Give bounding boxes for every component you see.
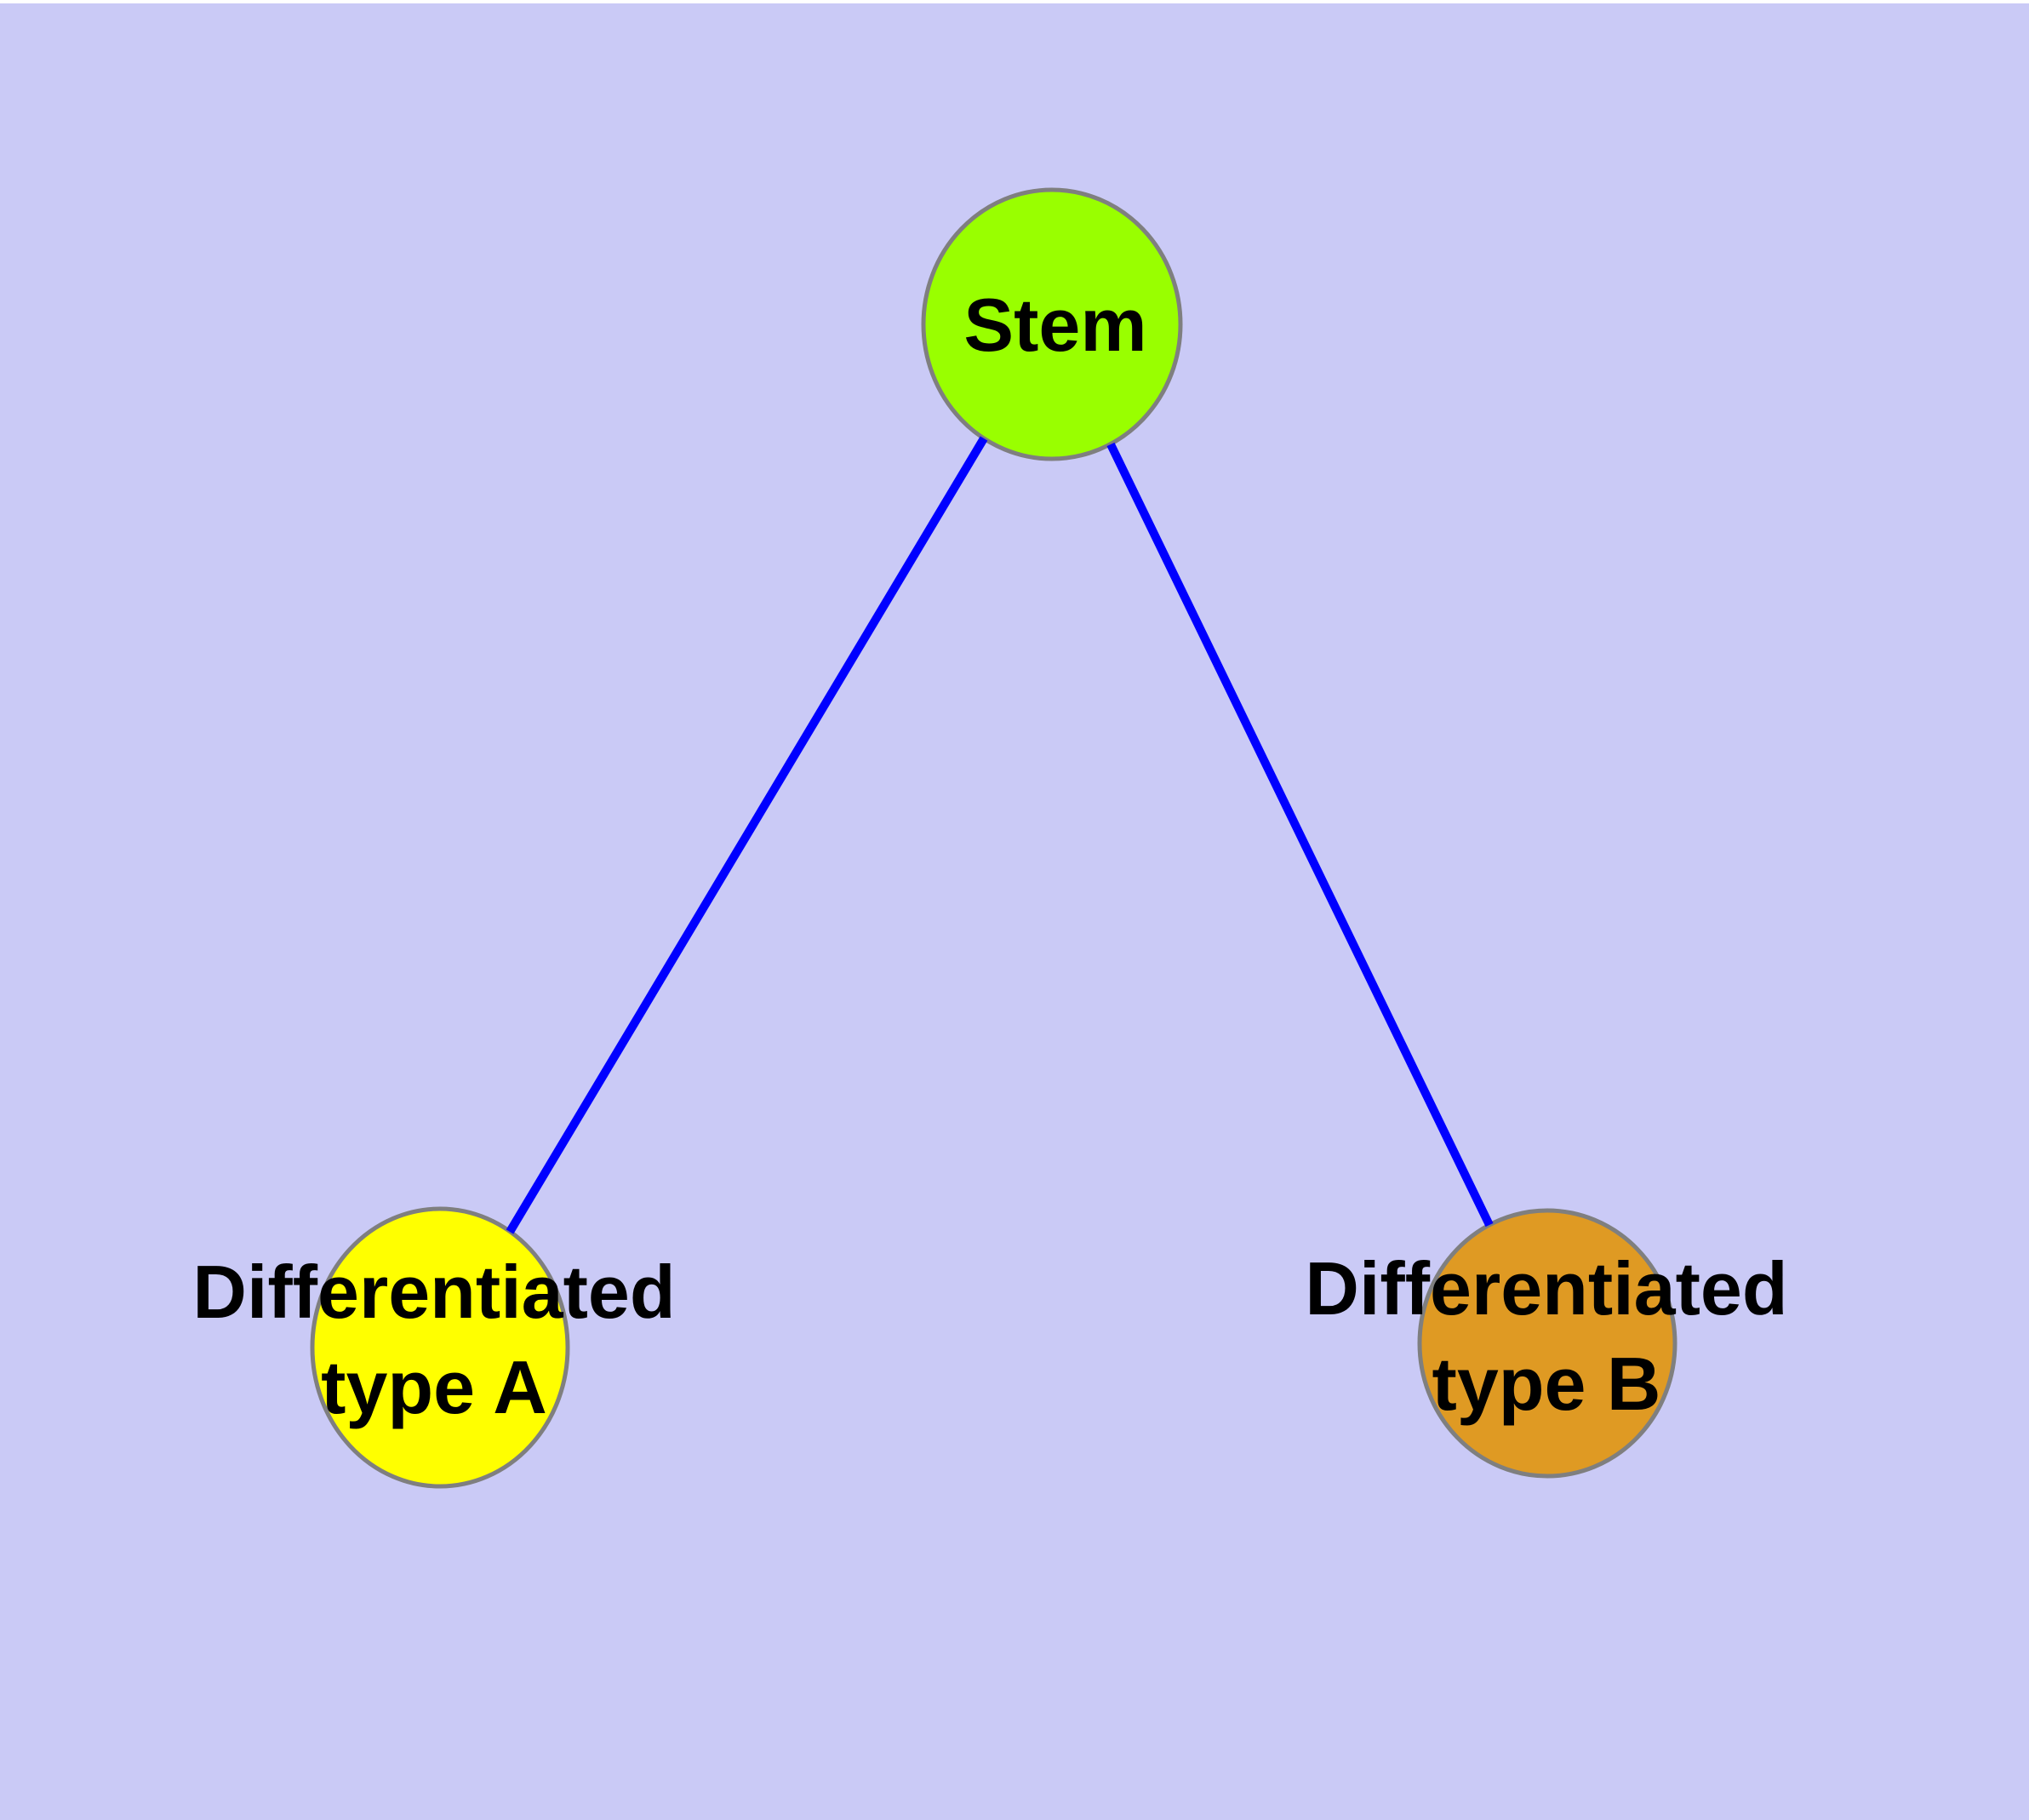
node-type-a <box>310 1206 570 1489</box>
type-b-node-label-line2: type B <box>1432 1342 1661 1426</box>
stem-node-label: Stem <box>963 283 1146 367</box>
type-b-node-label-line1: Differentiated <box>1305 1246 1787 1331</box>
edges <box>506 436 1494 1234</box>
edge-stem-to-type-b <box>1106 442 1494 1228</box>
node-stem <box>921 187 1183 461</box>
stem-node-circle <box>921 187 1183 461</box>
type-a-node-label-line1: Differentiated <box>192 1250 675 1334</box>
type-a-node-label-line2: type A <box>321 1345 547 1429</box>
type-b-node-circle <box>1417 1208 1677 1479</box>
edge-stem-to-type-a <box>506 436 988 1234</box>
type-a-node-circle <box>310 1206 570 1489</box>
node-type-b <box>1417 1208 1677 1479</box>
